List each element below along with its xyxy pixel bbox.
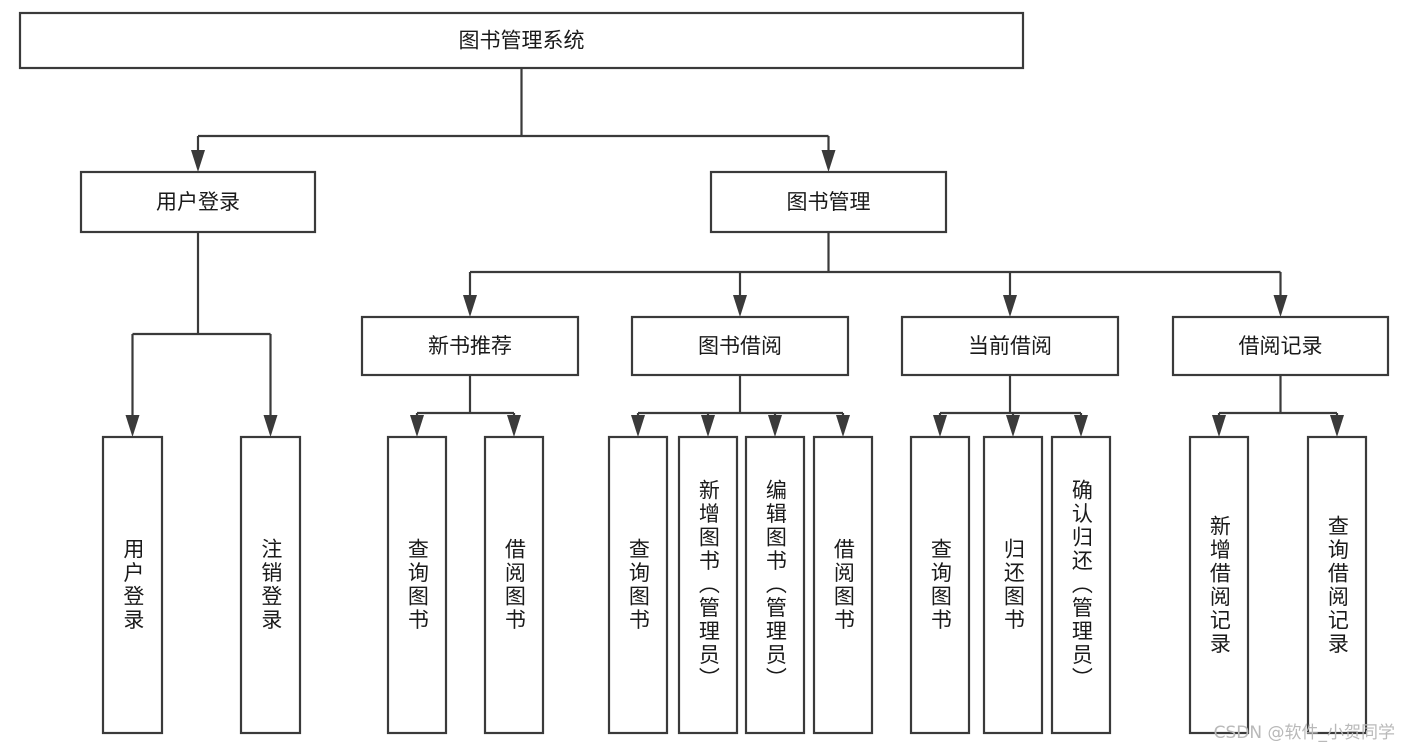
arrow-head-icon-leafgroup-0-1: [507, 415, 521, 437]
arrow-head-icon-leafgroup-2-1: [1006, 415, 1020, 437]
node-level3-0[interactable]: [360, 315, 580, 377]
arrow-head-icon-level2-0: [191, 150, 205, 172]
connector-layer: [125, 68, 1344, 437]
node-level2-label-0: 用户登录: [156, 190, 240, 214]
node-leaf-0[interactable]: [101, 435, 164, 735]
node-level2-label-1: 图书管理: [787, 190, 871, 214]
node-leaf-1[interactable]: [239, 435, 302, 735]
node-level2-0[interactable]: [79, 170, 317, 234]
arrow-head-icon-level2-1: [821, 150, 836, 172]
arrow-head-icon-leafgroup-2-2: [1074, 415, 1088, 437]
watermark: CSDN @软件_小贺同学: [1213, 723, 1395, 743]
node-level3-label-1: 图书借阅: [698, 334, 782, 358]
node-leaf-11[interactable]: [1188, 435, 1250, 735]
arrow-head-icon-level3-0: [463, 295, 477, 317]
node-leaf-4[interactable]: [607, 435, 669, 735]
arrow-head-icon-leafgroup-3-0: [1212, 415, 1226, 437]
node-leaf-10[interactable]: [1050, 435, 1112, 735]
arrow-head-icon-leafgroup-1-3: [836, 415, 850, 437]
node-leaf-5[interactable]: [677, 435, 739, 735]
node-leaf-9[interactable]: [982, 435, 1044, 735]
arrow-head-icon-level3-3: [1273, 295, 1288, 317]
arrow-head-icon-level3-2: [1003, 295, 1017, 317]
node-root-label: 图书管理系统: [459, 29, 585, 53]
arrow-head-icon-leafgroup-1-0: [631, 415, 645, 437]
arrow-head-icon-leafgroup-1-2: [768, 415, 782, 437]
node-level3-1[interactable]: [630, 315, 850, 377]
arrow-head-icon-level3-1: [733, 295, 747, 317]
node-level3-label-2: 当前借阅: [968, 334, 1052, 358]
node-leaf-6[interactable]: [744, 435, 806, 735]
node-leaf-3[interactable]: [483, 435, 545, 735]
node-box-layer: [18, 11, 1390, 735]
arrow-head-icon-user-login-leaf-0: [125, 415, 140, 437]
node-level3-label-0: 新书推荐: [428, 334, 512, 358]
node-leaf-7[interactable]: [812, 435, 874, 735]
arrow-head-icon-leafgroup-0-0: [410, 415, 424, 437]
node-level3-2[interactable]: [900, 315, 1120, 377]
node-level3-3[interactable]: [1171, 315, 1390, 377]
arrow-head-icon-leafgroup-1-1: [701, 415, 715, 437]
node-leaf-8[interactable]: [909, 435, 971, 735]
node-leaf-2[interactable]: [386, 435, 448, 735]
node-root[interactable]: [18, 11, 1025, 70]
arrow-head-icon-leafgroup-3-1: [1330, 415, 1344, 437]
node-leaf-12[interactable]: [1306, 435, 1368, 735]
arrow-head-icon-leafgroup-2-0: [933, 415, 947, 437]
node-level3-label-3: 借阅记录: [1239, 334, 1323, 358]
arrow-head-icon-user-login-leaf-1: [263, 415, 278, 437]
node-level2-1[interactable]: [709, 170, 948, 234]
